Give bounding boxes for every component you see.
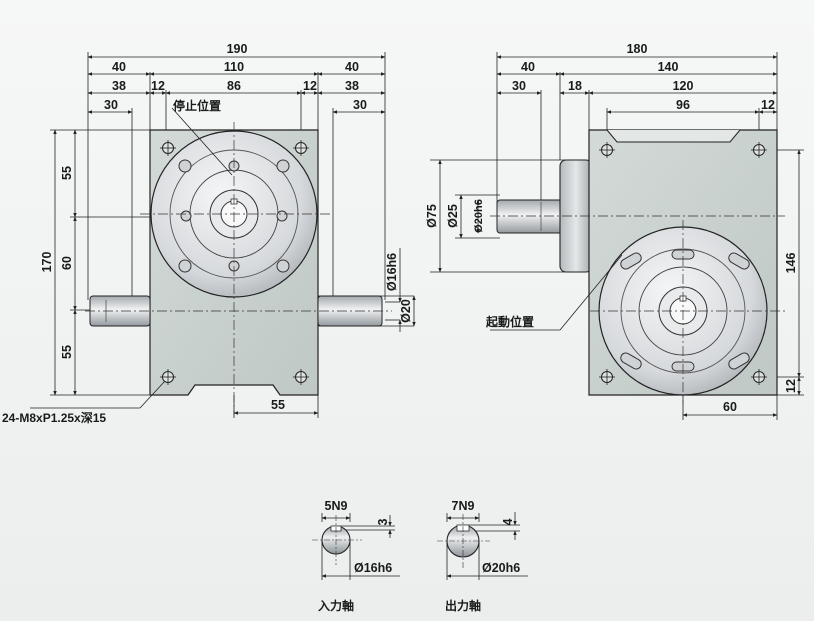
dim-side-146: 146 — [784, 253, 798, 274]
input-diameter-label: Ø16h6 — [354, 561, 392, 575]
dim-front-55-bottom: 55 — [60, 345, 74, 359]
side-view-dims — [430, 52, 804, 420]
dim-input-shaft-20: Ø20 — [399, 299, 413, 323]
tapped-holes-label: 24-M8xP1.25x深15 — [2, 410, 106, 425]
dim-side-60: 60 — [723, 400, 737, 414]
dim-side-dia25: Ø25 — [446, 204, 460, 228]
dim-front-30-right: 30 — [353, 98, 367, 112]
dim-front-38-right: 38 — [345, 79, 359, 93]
output-keyway-depth: 4 — [501, 518, 515, 525]
dim-front-170: 170 — [40, 252, 54, 273]
dim-front-55-top: 55 — [60, 166, 74, 180]
dim-side-180: 180 — [627, 42, 648, 56]
start-position-label: 起動位置 — [485, 314, 534, 329]
dim-front-38-left: 38 — [112, 79, 126, 93]
dim-side-96: 96 — [676, 98, 690, 112]
dim-side-dia75: Ø75 — [425, 204, 439, 228]
output-shaft-label: 出力軸 — [445, 598, 481, 613]
dim-side-30: 30 — [512, 79, 526, 93]
dim-side-dia20h6: Ø20h6 — [473, 199, 485, 233]
input-keyway-depth: 3 — [376, 518, 390, 525]
dim-side-18: 18 — [568, 79, 582, 93]
output-shaft-detail: 7N9 4 Ø20h6 出力軸 — [437, 499, 528, 613]
front-body — [30, 107, 416, 418]
output-keyway-label: 7N9 — [452, 499, 475, 513]
side-body — [490, 129, 785, 405]
dim-front-12-right: 12 — [303, 79, 317, 93]
input-shaft-label: 入力軸 — [318, 598, 354, 613]
dim-side-12-bottom: 12 — [784, 379, 798, 393]
output-diameter-label: Ø20h6 — [482, 561, 520, 575]
dim-front-30-left: 30 — [104, 98, 118, 112]
input-shaft-detail: 5N9 3 Ø16h6 入力軸 — [312, 499, 400, 613]
dim-front-40-left: 40 — [112, 60, 126, 74]
dim-side-12-top: 12 — [761, 98, 775, 112]
dim-front-86: 86 — [227, 79, 241, 93]
dim-front-60: 60 — [60, 256, 74, 270]
dim-front-bottom-55: 55 — [271, 398, 285, 412]
dim-front-12-left: 12 — [151, 79, 165, 93]
stop-position-label: 停止位置 — [173, 98, 221, 113]
dim-input-shaft-dia: Ø16h6 — [385, 253, 399, 291]
front-view-labels: 190 40 110 40 38 12 86 12 38 30 30 停止位置 … — [2, 42, 413, 425]
dim-side-140: 140 — [658, 60, 679, 74]
dim-front-190: 190 — [227, 42, 248, 56]
input-keyway-label: 5N9 — [325, 499, 348, 513]
dim-front-110: 110 — [224, 60, 244, 74]
side-view-labels: 180 40 140 30 18 120 96 12 Ø75 Ø25 Ø20h6… — [425, 42, 798, 414]
dim-side-40: 40 — [521, 60, 535, 74]
dim-side-120: 120 — [673, 79, 694, 93]
dim-front-40-right: 40 — [345, 60, 359, 74]
